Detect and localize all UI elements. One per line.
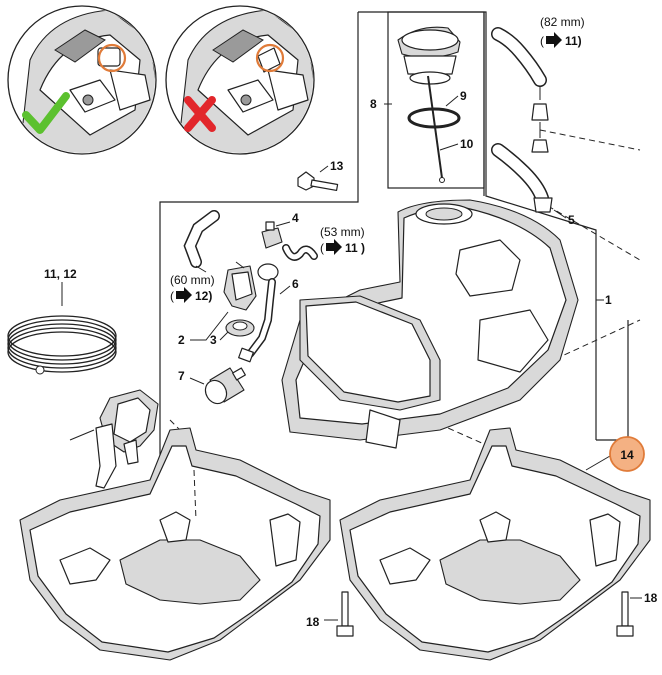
svg-text:11 ): 11 ) [345,241,365,255]
svg-text:12): 12) [195,289,212,303]
ref-arrow-53: ( 11 ) [320,239,365,255]
ref-arrow-60: ( 12) [170,287,212,303]
dim-82mm: (82 mm) [540,15,585,29]
highlight-ring-correct [97,43,127,73]
svg-text:(: ( [170,289,174,303]
hose-60mm [183,210,220,273]
grommet-3 [219,319,255,341]
callout-14: 14 [609,436,645,472]
clamp-4 [261,221,291,249]
right-arrow-icon [546,32,562,48]
label-2: 2 [178,333,185,347]
ref-arrow-82: ( 11) [540,32,582,48]
housing-right [339,427,651,661]
svg-text:11): 11) [565,34,582,48]
fuel-filter-7 [189,367,246,405]
label-6: 6 [292,277,299,291]
label-9: 9 [460,89,467,103]
tank-cap-kit [384,11,485,189]
svg-text:(: ( [320,241,324,255]
label-5: 5 [568,213,575,227]
housing-left [19,427,331,661]
highlight-ring-wrong [255,43,285,73]
coiled-hose [7,282,117,375]
right-arrow-icon [176,287,192,303]
label-13: 13 [330,159,344,173]
pickup-body-2 [190,261,257,341]
right-arrow-icon [326,239,342,255]
mounting-bracket [69,389,159,489]
label-18-left: 18 [306,615,320,629]
label-18-right: 18 [644,591,658,605]
fuel-tank [281,199,579,449]
label-4: 4 [292,211,299,225]
detail-wrong [165,5,315,155]
label-3: 3 [210,333,217,347]
svg-text:(: ( [540,34,544,48]
svg-text:14: 14 [620,448,634,462]
screw-13 [297,165,339,192]
hose-82mm-group [491,27,567,219]
label-1: 1 [605,293,612,307]
hose-53mm [282,244,318,261]
screw-18-right [616,591,642,637]
label-8: 8 [370,97,377,111]
label-10: 10 [460,137,474,151]
check-mark-icon [22,92,70,134]
cross-mark-icon [184,96,216,132]
screw-18-left [324,591,354,637]
label-11-12: 11, 12 [44,267,77,281]
dim-60mm: (60 mm) [170,273,215,287]
fuel-hose-6 [238,263,291,363]
detail-correct [7,5,157,155]
dim-53mm: (53 mm) [320,225,365,239]
label-7: 7 [178,369,185,383]
